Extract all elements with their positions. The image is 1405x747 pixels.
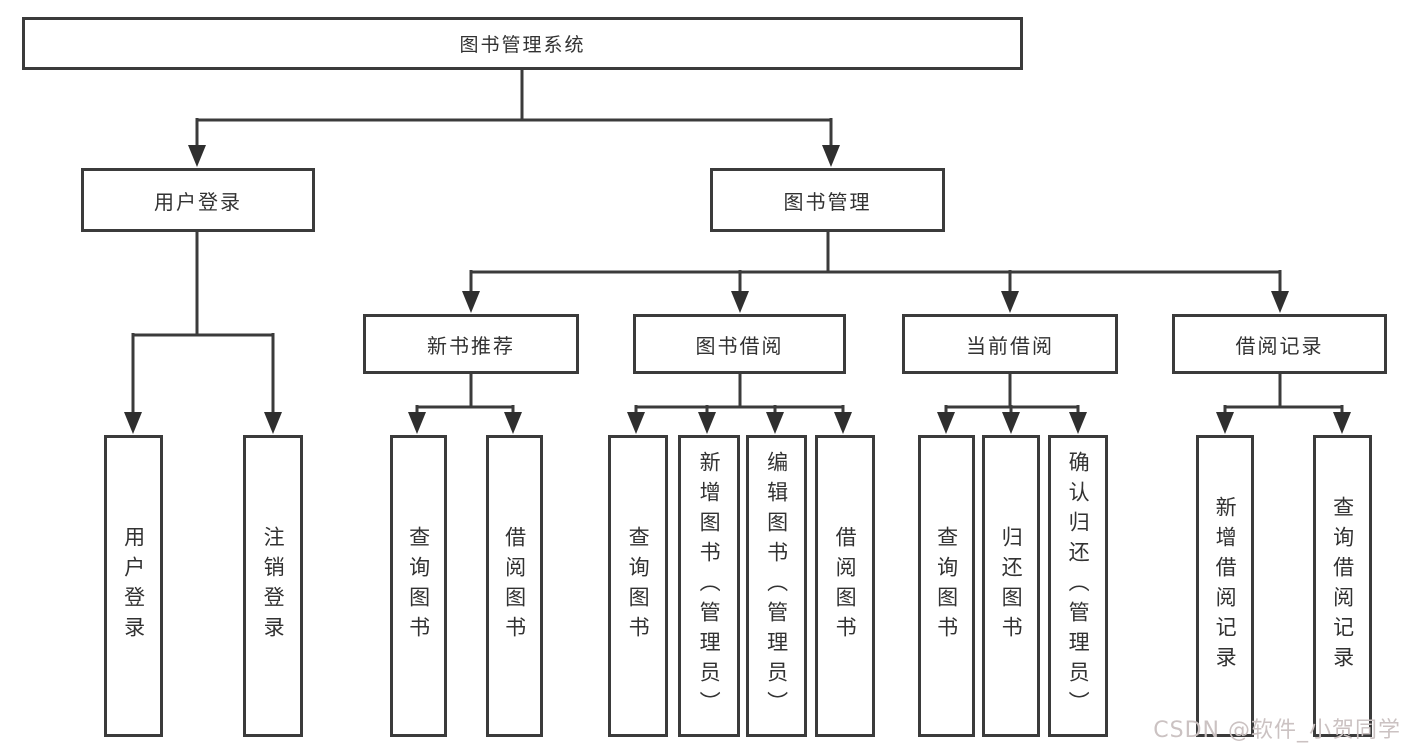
leaf-label: 查询图书 [406,526,431,646]
node-label: 借阅记录 [1235,333,1324,358]
node-root: 图书管理系统 [22,17,1023,70]
leaf-query-books-recommend: 查询图书 [390,435,447,737]
leaf-label: 编辑图书（管理员） [764,451,789,721]
leaf-query-borrow-record: 查询借阅记录 [1313,435,1372,737]
leaf-label: 借阅图书 [833,526,858,646]
leaf-label: 归还图书 [999,526,1024,646]
node-book-borrow: 图书借阅 [633,314,846,374]
node-new-book-recommend: 新书推荐 [363,314,579,374]
node-current-borrow: 当前借阅 [902,314,1118,374]
leaf-user-login: 用户登录 [104,435,163,737]
node-label: 图书管理 [783,189,872,214]
leaf-add-borrow-record: 新增借阅记录 [1196,435,1254,737]
node-label: 图书管理系统 [459,34,586,56]
node-borrow-record: 借阅记录 [1172,314,1387,374]
leaf-edit-books-admin: 编辑图书（管理员） [746,435,807,737]
leaf-label: 查询图书 [934,526,959,646]
leaf-add-books-admin: 新增图书（管理员） [678,435,740,737]
leaf-borrow-books-recommend: 借阅图书 [486,435,543,737]
leaf-label: 用户登录 [121,526,146,646]
leaf-label: 查询图书 [626,526,651,646]
leaf-return-books: 归还图书 [982,435,1040,737]
node-label: 新书推荐 [427,333,515,358]
node-user-login: 用户登录 [81,168,315,232]
node-label: 用户登录 [154,189,242,214]
leaf-label: 新增图书（管理员） [697,451,722,721]
leaf-confirm-return-admin: 确认归还（管理员） [1048,435,1108,737]
node-book-management: 图书管理 [710,168,945,232]
leaf-label: 新增借阅记录 [1213,496,1238,676]
leaf-label: 确认归还（管理员） [1066,451,1091,721]
leaf-query-books-borrow: 查询图书 [608,435,668,737]
leaf-label: 注销登录 [261,526,286,646]
csdn-watermark: CSDN @软件_小贺同学 [1153,718,1401,743]
node-label: 图书借阅 [695,333,784,358]
leaf-logout: 注销登录 [243,435,303,737]
leaf-label: 借阅图书 [502,526,527,646]
leaf-borrow-books: 借阅图书 [815,435,875,737]
leaf-label: 查询借阅记录 [1330,496,1355,676]
node-label: 当前借阅 [966,333,1054,358]
leaf-query-books-current: 查询图书 [918,435,975,737]
